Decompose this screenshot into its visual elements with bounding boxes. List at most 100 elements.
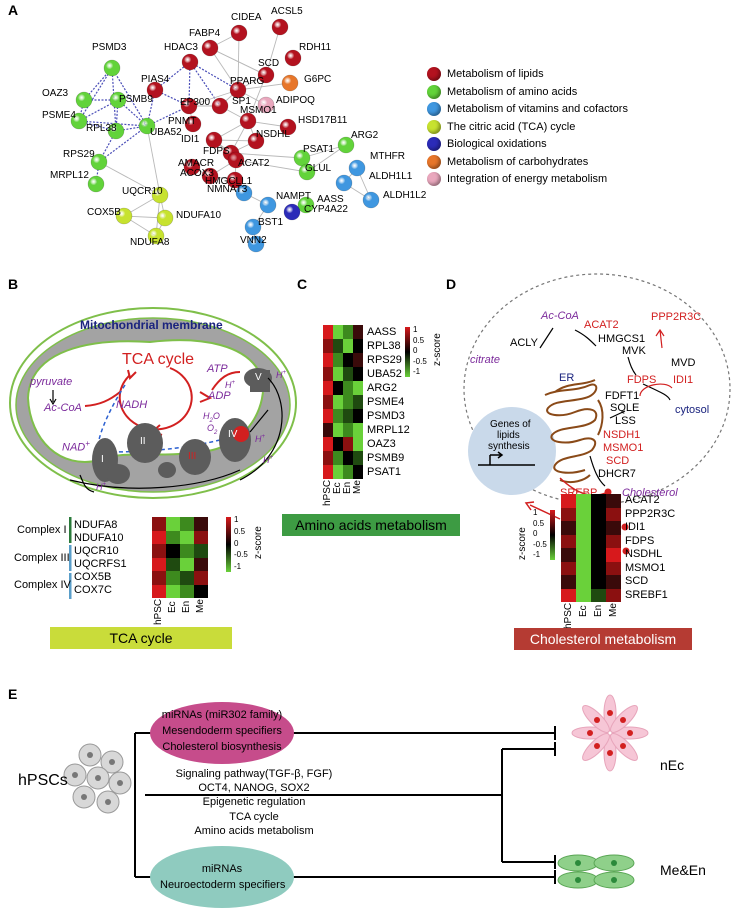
heatmap-cell xyxy=(561,507,576,521)
network-node xyxy=(257,96,275,114)
network-node-label: NAMPT xyxy=(276,191,311,202)
complex-iv-label: IV xyxy=(228,429,238,440)
network-node-label: RDH11 xyxy=(299,42,332,53)
heatmap-cell xyxy=(194,571,208,585)
network-node xyxy=(138,117,156,135)
heatmap-cell xyxy=(194,530,208,544)
network-node-label: UQCR10 xyxy=(122,186,163,197)
middle-line-2: OCT4, NANOG, SOX2 xyxy=(198,782,310,794)
network-edge xyxy=(189,61,221,107)
heatmap-cell xyxy=(606,548,621,562)
heatmap-cell xyxy=(576,561,591,575)
legend-item: Metabolism of vitamins and cofactors xyxy=(427,102,628,116)
zscore-colorbar xyxy=(405,327,410,377)
network-node-label: PSMD3 xyxy=(92,42,127,53)
heatmap-cell xyxy=(180,584,194,598)
zscore-tick: -1 xyxy=(234,562,242,571)
heatmap-gene-label: PPP2R3C xyxy=(625,507,676,520)
heatmap-cell xyxy=(561,575,576,589)
heatmap-gene-label: UBA52 xyxy=(367,367,402,380)
acat2-label: ACAT2 xyxy=(584,319,619,331)
heatmap-cell xyxy=(353,325,363,339)
legend-label: Metabolism of amino acids xyxy=(447,85,578,98)
heatmap-cell xyxy=(194,584,208,598)
network-node-label: EP300 xyxy=(180,97,211,108)
heatmap-cell xyxy=(561,534,576,548)
heatmap-cell xyxy=(323,409,333,423)
network-node-label: MSMO1 xyxy=(240,105,277,116)
network-edge xyxy=(265,26,281,76)
heatmap-cell xyxy=(323,437,333,451)
network-node xyxy=(109,91,127,109)
ppp2r3c-label: PPP2R3C xyxy=(651,311,702,323)
heatmap-cell xyxy=(561,561,576,575)
legend-label: Integration of energy metabolism xyxy=(447,173,608,185)
middle-line-4: TCA cycle xyxy=(229,811,279,823)
heatmap-cell xyxy=(343,325,353,339)
heatmap-gene-label: SCD xyxy=(625,575,649,588)
panel-label-d: D xyxy=(446,276,457,292)
zscore-tick: -0.5 xyxy=(533,539,547,549)
network-node xyxy=(147,227,165,245)
heatmap-gene-label: MSMO1 xyxy=(625,561,666,574)
network-node xyxy=(229,81,247,99)
network-node-label: VNN2 xyxy=(240,235,267,246)
cholesterol-band: Cholesterol metabolism xyxy=(514,628,692,650)
network-node-label: PSME4 xyxy=(42,110,76,121)
heatmap-cell xyxy=(353,465,363,479)
heatmap-cell xyxy=(333,353,343,367)
heatmap-cell xyxy=(561,494,576,508)
network-node xyxy=(90,153,108,171)
heatmap-cell xyxy=(343,437,353,451)
heatmap-cell xyxy=(343,409,353,423)
network-node xyxy=(180,97,198,115)
zscore-tick: -0.5 xyxy=(234,550,248,560)
top-oval-line-2: Mesendoderm specifiers xyxy=(162,725,282,737)
heatmap-cell xyxy=(166,571,180,585)
heatmap-cell xyxy=(166,584,180,598)
network-edge xyxy=(146,89,156,127)
heatmap-cell xyxy=(343,339,353,353)
heatmap-gene-label: PSMD3 xyxy=(367,409,405,422)
network-node-label: IDI1 xyxy=(181,134,200,145)
heatmap-gene-label: SREBF1 xyxy=(625,588,668,601)
network-edge xyxy=(189,61,239,91)
network-node-label: MTHFR xyxy=(370,151,405,162)
heatmap-cell xyxy=(353,395,363,409)
network-edge xyxy=(237,82,291,91)
heatmap-gene-label: ARG2 xyxy=(367,381,397,394)
pyruvate-label: pyruvate xyxy=(30,376,73,388)
heatmap-cell xyxy=(194,544,208,558)
network-node xyxy=(103,59,121,77)
legend-item: Integration of energy metabolism xyxy=(427,172,607,186)
heatmap-cell xyxy=(353,409,363,423)
network-node-label: NDUFA8 xyxy=(130,237,170,248)
network-node xyxy=(284,49,302,67)
network-node xyxy=(335,174,353,192)
heatmap-gene-label: NSDHL xyxy=(625,548,663,561)
heatmap-cell xyxy=(323,325,333,339)
network-node-label: ADIPOQ xyxy=(276,95,315,106)
adp-label: ADP xyxy=(208,390,231,402)
lss-label: LSS xyxy=(615,415,636,427)
network-node-label: FABP4 xyxy=(189,28,221,39)
srebp-label: SREBP xyxy=(560,487,598,499)
network-node-label: SP1 xyxy=(232,96,251,107)
network-node xyxy=(201,39,219,57)
network-node xyxy=(235,184,253,202)
complex-i-label: I xyxy=(101,454,104,465)
heatmap-gene-label: UQCR10 xyxy=(74,545,119,557)
complex-ii-label: II xyxy=(140,436,146,447)
accoa-label: Ac-CoA xyxy=(44,402,82,414)
heatmap-gene-label: COX7C xyxy=(74,584,112,596)
legend-item: Biological oxidations xyxy=(427,137,547,151)
membrane-label: Mitochondrial membrane xyxy=(80,318,223,332)
network-node-label: AASS xyxy=(317,194,344,205)
heatmap-gene-label: PSAT1 xyxy=(367,465,402,478)
legend-label: Metabolism of vitamins and cofactors xyxy=(447,103,628,115)
tca-cycle-band: TCA cycle xyxy=(50,627,232,649)
heatmap-cell xyxy=(591,561,606,575)
network-node xyxy=(239,112,257,130)
